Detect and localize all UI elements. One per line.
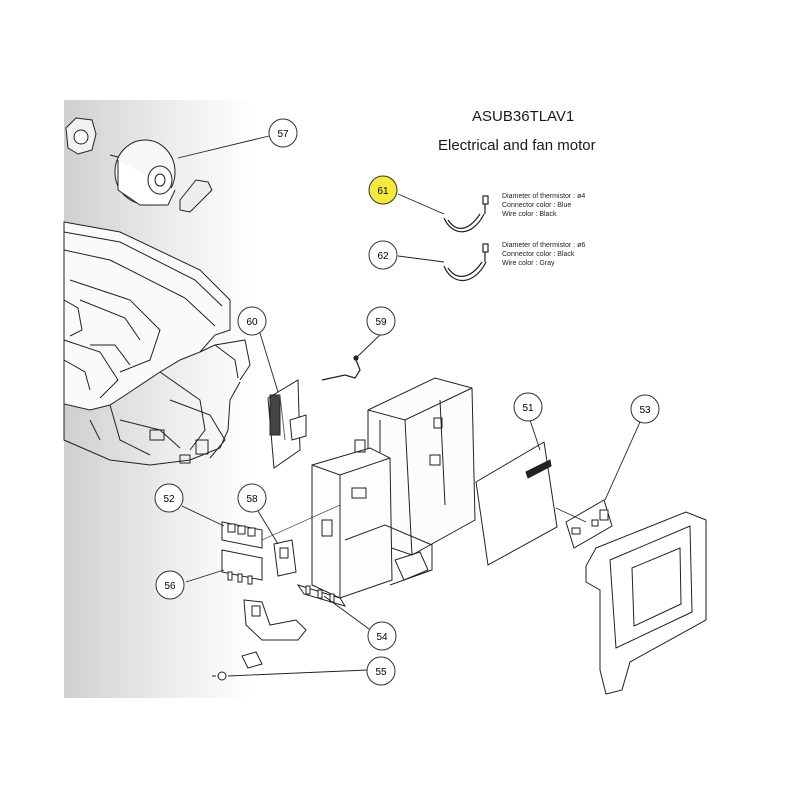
- spec-connector-color: Connector color : Blue: [502, 202, 572, 209]
- callout-57[interactable]: 57: [268, 118, 298, 148]
- holder-part: [243, 599, 307, 641]
- callout-52[interactable]: 52: [154, 483, 184, 513]
- callouts: 57 61 62 60 59 51 53 52 58 56 54 55: [154, 118, 660, 686]
- screw-part-55: [212, 651, 263, 681]
- spec-connector-color: Connector color : Black: [502, 251, 575, 258]
- svg-text:57: 57: [277, 129, 289, 140]
- model-title: ASUB36TLAV1: [472, 108, 575, 125]
- leader-lines: [177, 135, 641, 677]
- spec-diameter: Diameter of thermistor : ø4: [502, 193, 586, 200]
- callout-54[interactable]: 54: [367, 621, 397, 651]
- section-title: Electrical and fan motor: [438, 137, 596, 154]
- callout-59[interactable]: 59: [366, 306, 396, 336]
- svg-text:60: 60: [246, 317, 258, 328]
- fan-motor-part: [65, 117, 213, 213]
- terminal-block-56: [221, 549, 263, 585]
- thermistor-62-spec: Diameter of thermistor : ø6 Connector co…: [502, 242, 585, 269]
- terminal-block-52: [221, 521, 263, 549]
- cover-bracket-part: [585, 511, 707, 695]
- svg-text:58: 58: [246, 494, 258, 505]
- callout-58[interactable]: 58: [237, 483, 267, 513]
- display-pcb-part: [565, 499, 613, 549]
- spec-wire-color: Wire color : Gray: [502, 260, 555, 267]
- svg-text:55: 55: [375, 667, 387, 678]
- svg-text:56: 56: [164, 581, 176, 592]
- svg-text:54: 54: [376, 632, 388, 643]
- svg-text:59: 59: [375, 317, 387, 328]
- spec-wire-color: Wire color : Black: [502, 211, 557, 218]
- electrical-box-frame: [311, 377, 476, 599]
- callout-53[interactable]: 53: [630, 394, 660, 424]
- callout-60[interactable]: 60: [237, 306, 267, 336]
- main-pcb-part: [475, 441, 558, 566]
- relay-part-58: [273, 539, 297, 577]
- svg-text:61: 61: [377, 186, 389, 197]
- svg-text:53: 53: [639, 405, 651, 416]
- callout-51[interactable]: 51: [513, 392, 543, 422]
- svg-text:52: 52: [163, 494, 175, 505]
- svg-text:62: 62: [377, 251, 389, 262]
- svg-text:51: 51: [522, 403, 534, 414]
- callout-62[interactable]: 62: [368, 240, 398, 270]
- callout-56[interactable]: 56: [155, 570, 185, 600]
- callout-61-highlight: [368, 175, 398, 205]
- callout-55[interactable]: 55: [366, 656, 396, 686]
- thermistor-61-spec: Diameter of thermistor : ø4 Connector co…: [502, 193, 585, 220]
- sensor-wire-part: [321, 355, 361, 381]
- callout-61[interactable]: 61: [368, 175, 398, 205]
- spec-diameter: Diameter of thermistor : ø6: [502, 242, 586, 249]
- unit-chassis-drawing: [63, 221, 251, 466]
- filter-board-part: [267, 379, 307, 469]
- thermistor-61-part: [443, 195, 489, 233]
- thermistor-62-part: [443, 243, 489, 282]
